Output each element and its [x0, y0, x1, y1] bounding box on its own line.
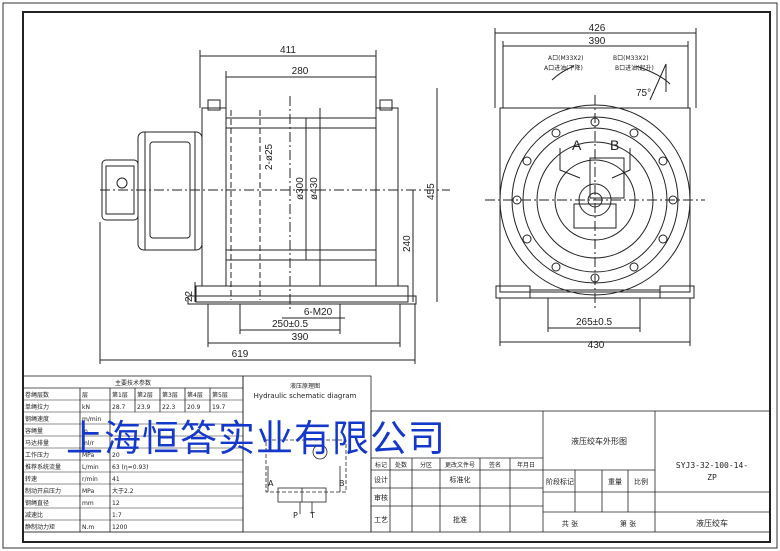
spec-param-value: 第5层	[212, 391, 228, 399]
dim-drum-dia: ø300	[295, 177, 306, 200]
port-b-label: B口(M33X2)	[613, 55, 649, 62]
drawing-number: SYJ3-32-100-14-ZP	[676, 461, 748, 482]
spec-param-name: 容绳量	[25, 427, 43, 435]
dim-total-length: 619	[232, 349, 249, 360]
dim-base: 22	[184, 290, 195, 302]
spec-param-value: 大于2.2	[112, 487, 134, 495]
spec-param-value: 12	[112, 500, 120, 507]
spec-param-unit: L/min	[82, 464, 99, 471]
hydraulic-port-t: T	[309, 511, 315, 520]
spec-param-name: 工作压力	[25, 451, 49, 459]
approve-label: 批准	[453, 515, 467, 524]
role-process: 工艺	[374, 516, 388, 524]
dim-hole-spacing: 250±0.5	[272, 319, 309, 330]
dim-angle: 75°	[636, 88, 651, 99]
title-block-header: 年月日	[517, 461, 535, 469]
sheet-label: 第 张	[620, 519, 636, 528]
spec-param-unit: 层	[82, 392, 88, 399]
spec-param-value: 28.7	[112, 404, 126, 411]
spec-param-value: 20.9	[187, 404, 201, 411]
hydraulic-title-cn: 液压原理图	[290, 382, 320, 390]
front-label-b: B	[610, 137, 619, 153]
dim-flange-width: 390	[589, 36, 606, 47]
spec-param-unit: MPa	[82, 488, 95, 495]
drawing-name: 液压绞车外形图	[571, 436, 627, 446]
spec-param-name: 制动开启压力	[25, 487, 61, 495]
dim-front-base-width: 430	[588, 340, 605, 351]
hydraulic-port-a: A	[268, 479, 274, 488]
title-block-header: 标记	[375, 461, 387, 469]
spec-param-value: 63 (η=0.93)	[112, 464, 148, 471]
weight-label: 重量	[608, 478, 622, 486]
spec-param-value: 第3层	[162, 391, 178, 399]
role-design: 设计	[374, 475, 388, 484]
spec-param-value: 第4层	[187, 391, 203, 399]
spec-param-unit: ml/r	[82, 440, 95, 447]
bolt-circle	[512, 117, 678, 283]
dim-drum-core: 2-ø25	[264, 143, 275, 170]
spec-param-unit: MPa	[82, 452, 95, 459]
spec-param-value: 第1层	[112, 391, 128, 399]
role-review: 审核	[374, 493, 388, 502]
hydraulic-title-en: Hydraulic schematic diagram	[254, 392, 357, 400]
spec-param-unit: m/min	[82, 416, 101, 423]
front-view	[485, 28, 705, 346]
port-b-note: B口进油(起升)	[615, 64, 654, 72]
dim-base-width: 390	[292, 332, 309, 343]
title-block-header: 签名	[489, 461, 501, 469]
title-block-header: 处数	[395, 461, 407, 469]
dim-flange-dia: ø430	[309, 177, 320, 200]
title-block-headers: 标记处数 分区 更改文件号 签名 年月日	[375, 461, 535, 469]
port-a-label: A口(M33X2)	[548, 55, 584, 62]
std-label: 标准化	[450, 475, 471, 484]
dim-front-hole-spacing: 265±0.5	[576, 317, 613, 328]
spec-param-name: 推荐系统流量	[25, 463, 61, 471]
spec-param-value: 22.3	[162, 404, 176, 411]
spec-param-name: 钢绳直径	[25, 499, 49, 507]
dim-top-inner: 280	[292, 66, 309, 77]
title-block-header: 更改文件号	[445, 461, 475, 469]
inner-border	[22, 11, 771, 543]
spec-param-unit: kN	[82, 404, 90, 411]
front-label-a: A	[572, 137, 582, 153]
spec-param-value: 1:7	[112, 512, 122, 519]
spec-param-name: 卷绳层数	[25, 391, 49, 399]
title-block-header: 分区	[420, 461, 432, 469]
spec-table-title: 主要技术参数	[115, 379, 151, 387]
sheets-label: 共 张	[562, 519, 578, 528]
product-name: 液压绞车	[696, 518, 728, 528]
spec-param-name: 转速	[25, 475, 37, 483]
scale-label: 比例	[634, 477, 648, 486]
spec-param-unit: r/min	[82, 476, 98, 483]
port-a-note: A口进油(下降)	[544, 64, 583, 72]
spec-param-value: 20	[112, 452, 120, 459]
spec-param-unit: m	[82, 428, 88, 435]
spec-param-unit: mm	[82, 500, 94, 507]
hydraulic-port-b: B	[339, 479, 345, 488]
spec-param-name: 单绳拉力	[25, 403, 49, 411]
spec-param-name: 静制动力矩	[25, 523, 55, 531]
dim-height-center: 240	[402, 235, 413, 252]
spec-param-value: 第2层	[137, 391, 153, 399]
spec-param-value: 1200	[112, 524, 127, 531]
spec-param-unit: N.m	[82, 524, 94, 531]
stage-label: 阶段标记	[546, 477, 574, 486]
spec-param-name: 减速比	[25, 511, 43, 519]
dim-overall-width: 426	[589, 23, 606, 34]
dim-bolt-holes: 6-M20	[304, 307, 333, 318]
dim-height-total: 455	[426, 183, 437, 200]
dim-top-overall: 411	[280, 45, 296, 56]
spec-param-value: 23.9	[137, 404, 151, 411]
company-watermark: 上海恒答实业有限公司	[66, 417, 446, 460]
spec-param-name: 马达排量	[25, 439, 49, 447]
side-view	[99, 50, 450, 364]
spec-param-value: 41	[112, 476, 120, 483]
spec-param-name: 钢绳速度	[25, 415, 49, 423]
title-block	[370, 410, 771, 533]
hydraulic-port-p: P	[293, 511, 298, 520]
spec-param-value: 19.7	[212, 404, 226, 411]
